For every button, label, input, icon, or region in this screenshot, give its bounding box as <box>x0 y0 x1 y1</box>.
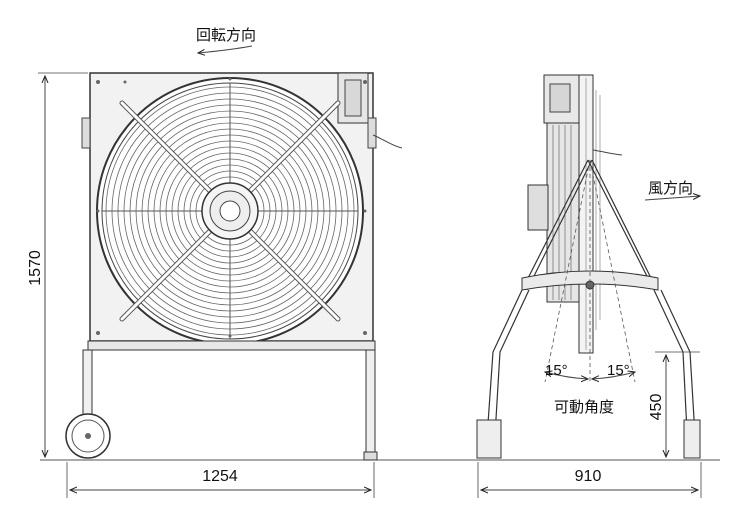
front-view <box>40 72 720 461</box>
side-width-dimension <box>477 462 702 498</box>
swing-angle-label: 可動角度 <box>554 399 614 416</box>
swing-angle-guides <box>544 159 636 383</box>
pivot-height-dimension <box>655 351 700 457</box>
wind-direction-label: 風方向 <box>648 180 693 197</box>
side-view <box>476 74 701 459</box>
angle-right-label: 15° <box>607 362 630 379</box>
rotation-arrow <box>198 45 253 53</box>
pivot-height-label: 450 <box>648 394 665 421</box>
front-width-label: 1254 <box>202 468 238 485</box>
height-total-label: 1570 <box>27 250 44 286</box>
wind-arrow <box>644 196 700 201</box>
height-dimension <box>38 72 88 457</box>
rotation-direction-label: 回転方向 <box>196 27 256 44</box>
side-width-label: 910 <box>575 468 602 485</box>
angle-left-label: 15° <box>545 362 568 379</box>
front-width-dimension <box>66 462 375 498</box>
